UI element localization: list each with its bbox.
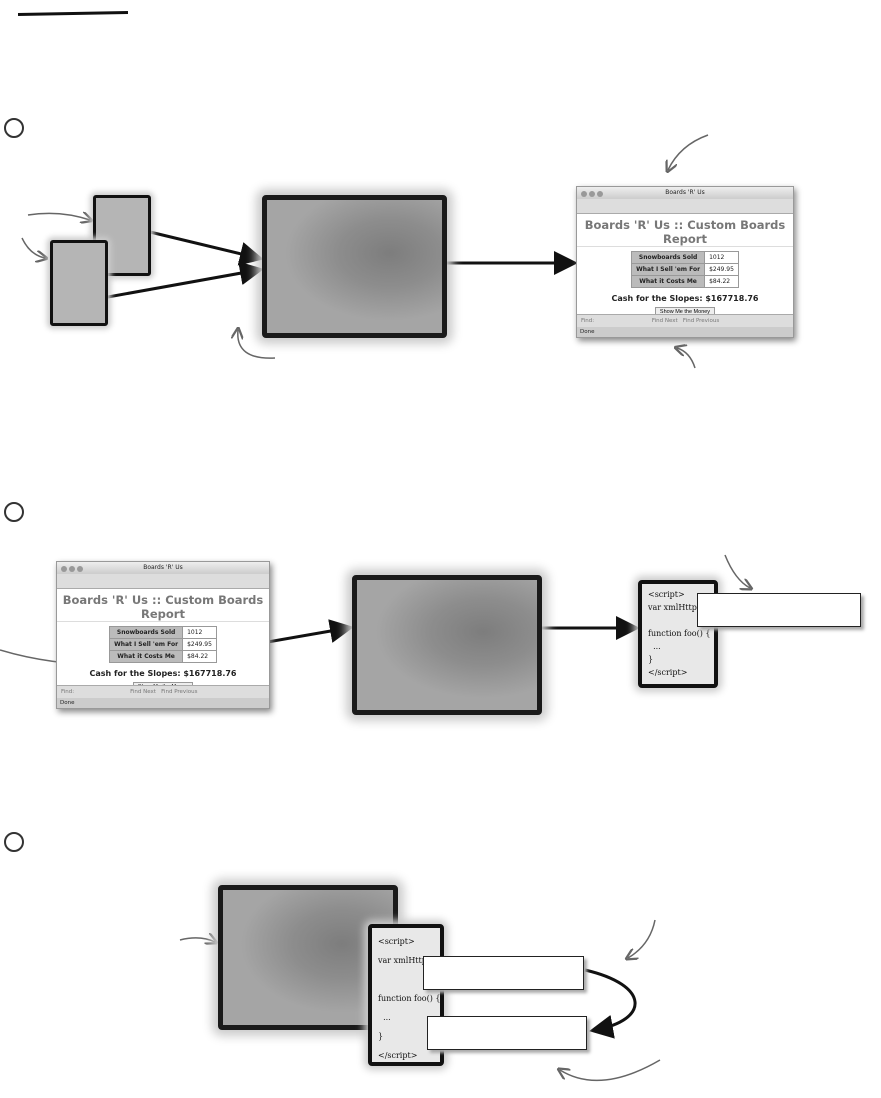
server-box: [262, 195, 447, 338]
code-line: <script>: [378, 937, 415, 946]
code-line: }: [378, 1032, 384, 1041]
blank-label-box: [427, 1016, 587, 1050]
find-previous-button[interactable]: Find Previous: [161, 689, 198, 695]
code-line: ...: [378, 1013, 391, 1022]
annotation-arrow: [238, 330, 276, 359]
annotation-arrow: [724, 554, 750, 588]
browser-window: Boards 'R' Us Boards 'R' Us :: Custom Bo…: [56, 561, 270, 709]
code-line: </script>: [378, 1051, 418, 1060]
annotation-arrow: [27, 213, 90, 220]
window-title: Boards 'R' Us: [665, 189, 705, 196]
step-2-marker: [4, 502, 24, 522]
status-bar: Done: [57, 698, 269, 708]
code-line: ...: [648, 642, 661, 651]
code-line: }: [648, 655, 654, 664]
code-line: </script>: [648, 668, 688, 677]
find-bar: Find: Find Next Find Previous: [577, 314, 793, 327]
browser-toolbar: [577, 199, 793, 214]
arrow: [79, 261, 264, 304]
page-heading: Boards 'R' Us :: Custom Boards Report: [577, 218, 793, 247]
row-label: Snowboards Sold: [631, 251, 706, 264]
row-value: $84.22: [182, 650, 217, 663]
file-icon: [50, 240, 108, 326]
annotation-arrow: [21, 237, 45, 258]
step-1-marker: [4, 118, 24, 138]
code-line: var xmlHttp...: [378, 956, 435, 965]
find-bar: Find: Find Next Find Previous: [57, 685, 269, 698]
row-value: $249.95: [704, 263, 739, 276]
status-bar: Done: [577, 327, 793, 337]
find-next-button[interactable]: Find Next: [651, 318, 678, 324]
find-label: Find:: [61, 689, 75, 695]
step-3-marker: [4, 832, 24, 852]
cash-total: Cash for the Slopes: $167718.76: [611, 294, 759, 303]
annotation-arrow: [668, 134, 709, 170]
annotation-arrow: [628, 919, 656, 958]
annotation-arrow: [560, 1059, 661, 1082]
row-value: 1012: [704, 251, 739, 264]
find-next-button[interactable]: Find Next: [130, 689, 156, 695]
code-line: var xmlHttp...: [648, 603, 705, 612]
server-box: [352, 575, 542, 715]
find-previous-button[interactable]: Find Previous: [682, 318, 720, 324]
row-label: What it Costs Me: [109, 650, 184, 663]
file-icon: [93, 195, 151, 276]
code-line: function foo() {: [648, 629, 711, 638]
find-label: Find:: [581, 318, 595, 324]
blank-label-box: [423, 956, 584, 990]
row-value: 1012: [182, 626, 217, 639]
arrow: [584, 968, 637, 1039]
annotation-arrow: [677, 348, 696, 369]
browser-window: Boards 'R' Us Boards 'R' Us :: Custom Bo…: [576, 186, 794, 338]
code-line: <script>: [648, 590, 685, 599]
cash-total: Cash for the Slopes: $167718.76: [89, 669, 237, 678]
code-line: function foo() {: [378, 994, 441, 1003]
row-label: What it Costs Me: [631, 275, 706, 288]
blank-label-box: [697, 593, 861, 627]
row-label: What I Sell 'em For: [109, 638, 184, 651]
row-value: $84.22: [704, 275, 739, 288]
row-label: What I Sell 'em For: [631, 263, 706, 276]
row-label: Snowboards Sold: [109, 626, 184, 639]
window-title: Boards 'R' Us: [143, 564, 183, 571]
arrow: [149, 230, 264, 266]
page-heading: Boards 'R' Us :: Custom Boards Report: [57, 593, 269, 622]
browser-toolbar: [57, 574, 269, 589]
row-value: $249.95: [182, 638, 217, 651]
annotation-arrow: [179, 938, 215, 942]
